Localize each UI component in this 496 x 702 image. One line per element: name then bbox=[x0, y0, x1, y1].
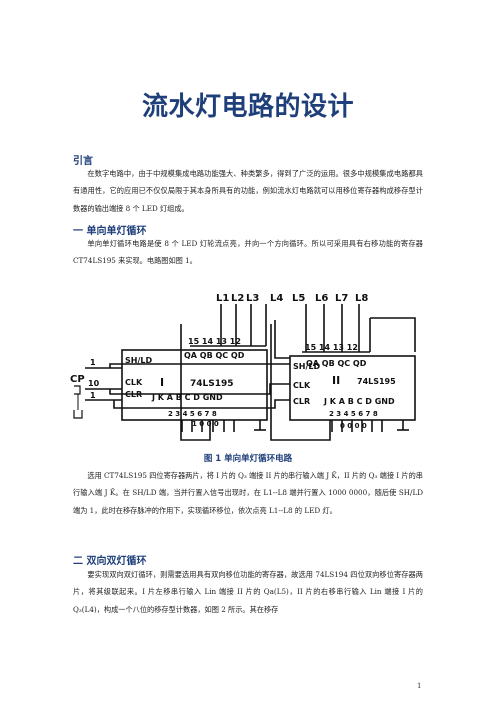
lamp-label-l5: L5 bbox=[292, 293, 305, 304]
section1-heading: 一 单向单灯循环 bbox=[73, 226, 147, 237]
chip2-part: 74LS195 bbox=[357, 377, 396, 386]
chip2-outputs: QA QB QC QD bbox=[306, 359, 367, 368]
chip1-bottom-pins: 2 3 4 5 6 7 8 bbox=[168, 410, 217, 418]
chip1-outputs: QA QB QC QD bbox=[184, 351, 245, 360]
chip1-preset: 1 0 0 0 bbox=[192, 420, 219, 428]
chip2-bottom-pins: 2 3 4 5 6 7 8 bbox=[329, 410, 378, 418]
section1-paragraph-2: 选用 CT74LS195 四位寄存器两片，将 I 片的 Q₃ 端接 II 片的串… bbox=[73, 471, 423, 515]
section1-paragraph-1: 单向单灯循环电路是使 8 个 LED 灯轮流点亮，并向一个方向循环。所以可采用具… bbox=[73, 239, 423, 266]
lamp-label-l3: L3 bbox=[246, 293, 259, 304]
lamp-label-l6: L6 bbox=[315, 293, 328, 304]
circuit-figure: L1 L2 L3 L4 L5 L6 L7 L8 15 14 13 12 QA Q… bbox=[70, 293, 416, 441]
chip1-roman: I bbox=[160, 376, 164, 389]
figure-caption: 图 1 单向单灯循环电路 bbox=[203, 454, 293, 464]
lamp-label-l1: L1 bbox=[216, 293, 229, 304]
chip1-top-pins: 15 14 13 12 bbox=[188, 337, 241, 346]
lamp-label-l2: L2 bbox=[231, 293, 244, 304]
page-title: 流水灯电路的设计 bbox=[141, 92, 354, 122]
chip2-top-pins: 15 14 13 12 bbox=[305, 343, 358, 352]
lamp-label-l4: L4 bbox=[270, 293, 283, 304]
chip1-bottom-labels: J K A B C D GND bbox=[151, 393, 223, 402]
cp-label: CP bbox=[70, 374, 85, 385]
lamp-label-l8: L8 bbox=[355, 293, 368, 304]
chip2-roman: II bbox=[332, 374, 340, 387]
chip1-clk-label: CLK bbox=[125, 378, 143, 387]
chip2-preset: 0 0 0 0 bbox=[340, 422, 367, 430]
chip2-clr-label: CLR bbox=[293, 397, 310, 406]
chip2-clk-label: CLK bbox=[293, 381, 311, 390]
chip2-bottom-labels: J K A B C D GND bbox=[323, 397, 395, 406]
chip1-shld-label: SH/LD bbox=[125, 356, 152, 365]
chip1-clr-label: CLR bbox=[125, 390, 142, 399]
chip1-body bbox=[121, 349, 268, 421]
pin-number-clk: 10 bbox=[88, 379, 100, 388]
section2-paragraph: 要实现双向双灯循环，则需要选用具有双向移位功能的寄存器，故选用 74LS194 … bbox=[73, 570, 423, 614]
intro-heading: 引言 bbox=[73, 156, 93, 167]
section2-heading: 二 双向双灯循环 bbox=[73, 556, 147, 567]
pin-number-shld: 1 bbox=[90, 358, 96, 367]
intro-paragraph: 在数字电路中，由于中规模集成电路功能强大、种类繁多，得到了广泛的运用。很多中规模… bbox=[73, 169, 423, 213]
page-number: 1 bbox=[417, 682, 422, 690]
chip2-shld-label: SH/LD bbox=[293, 362, 320, 371]
chip1-part: 74LS195 bbox=[190, 379, 234, 389]
pin-number-clr: 1 bbox=[90, 391, 96, 400]
lamp-label-l7: L7 bbox=[335, 293, 348, 304]
